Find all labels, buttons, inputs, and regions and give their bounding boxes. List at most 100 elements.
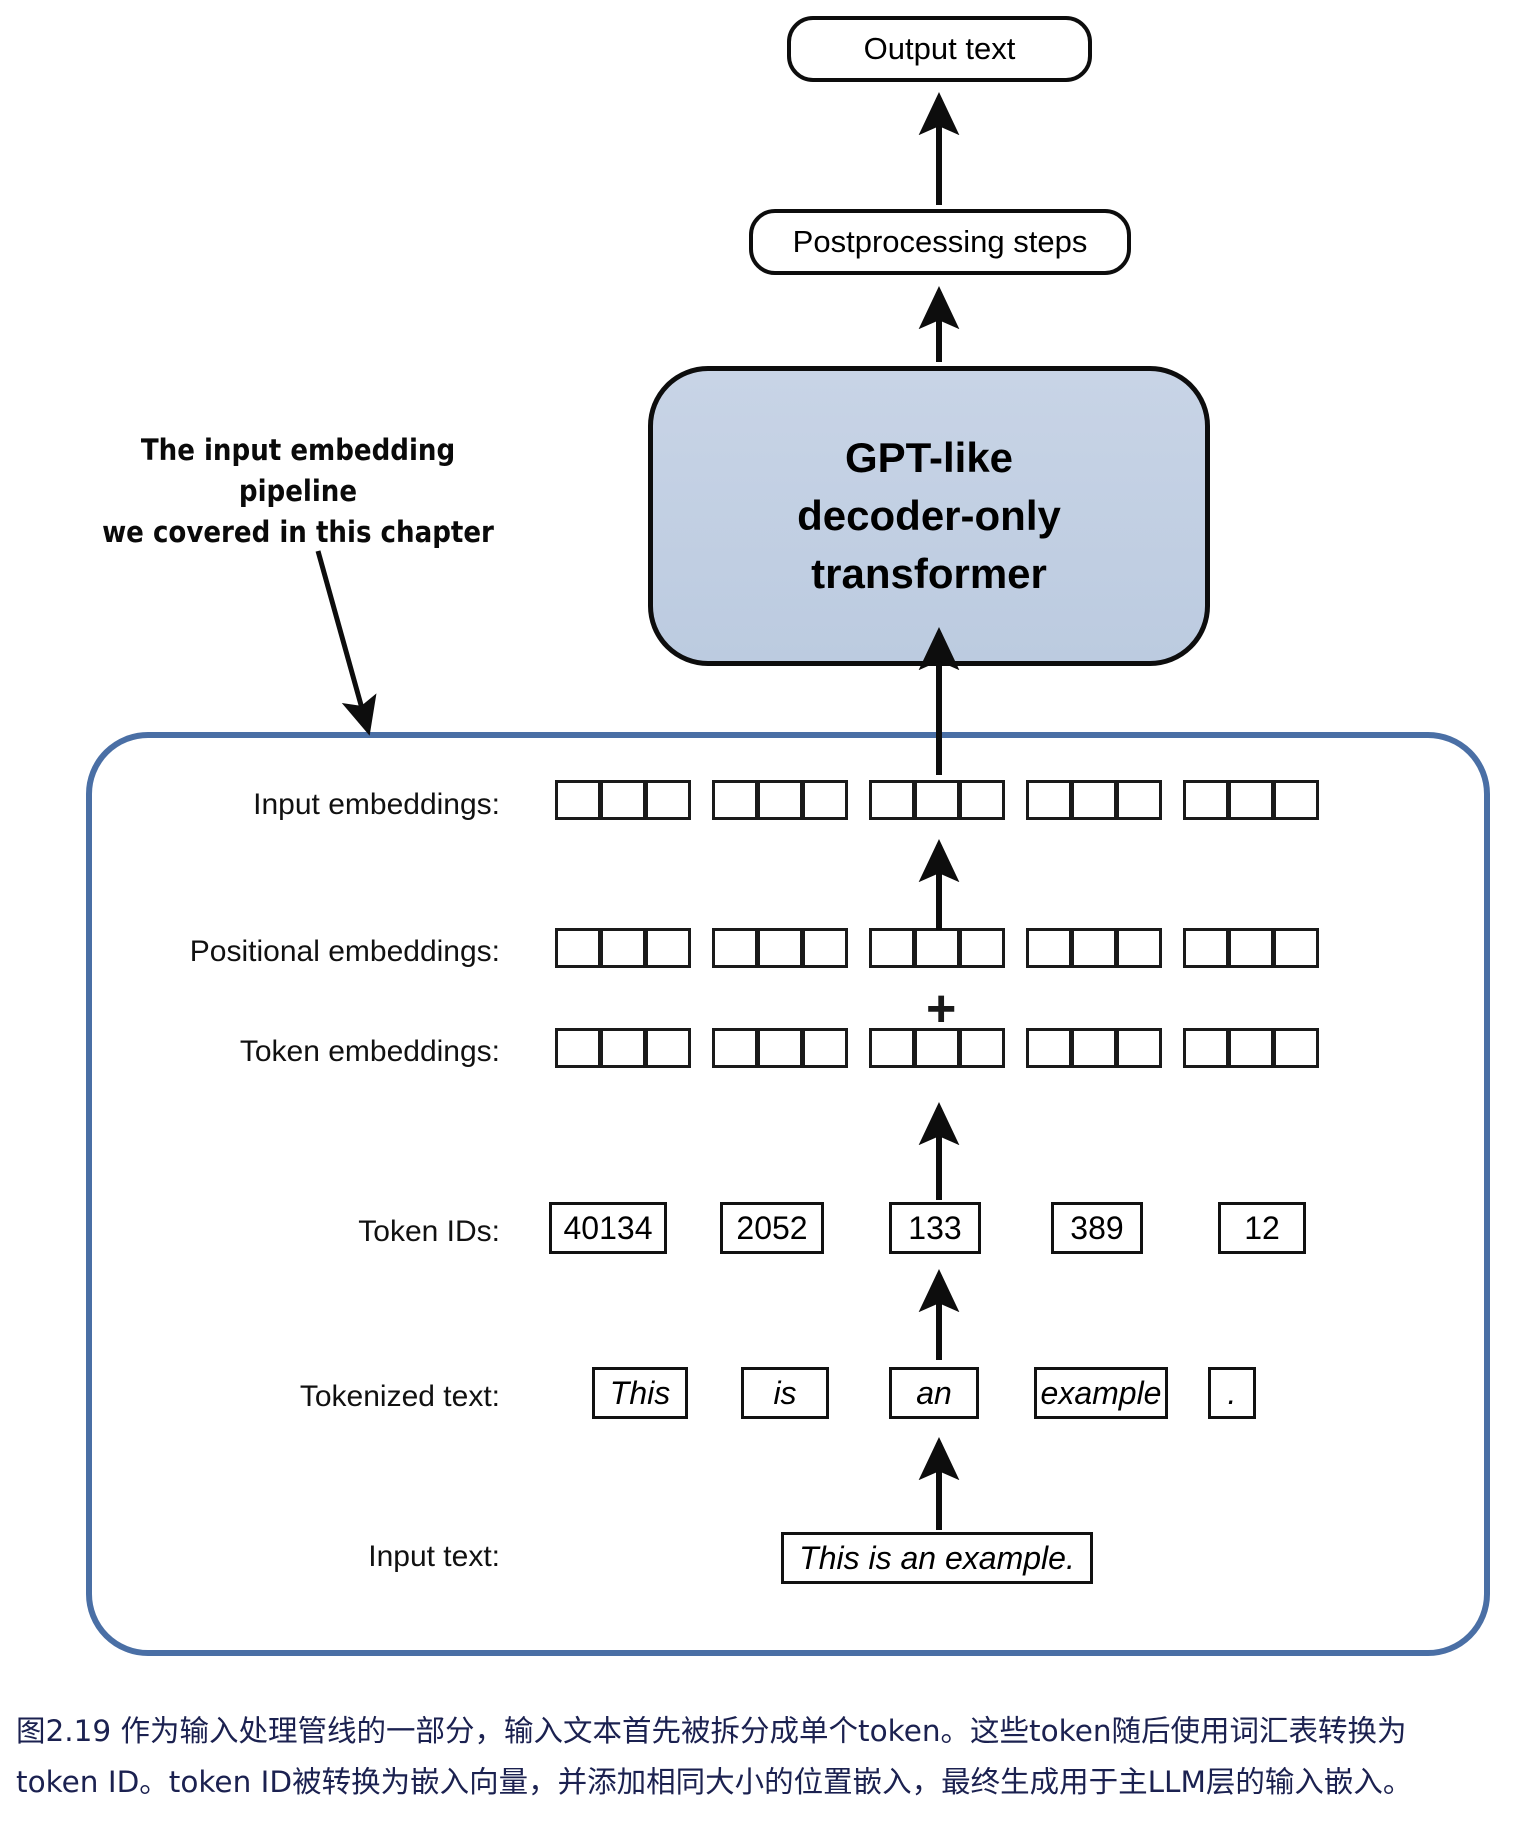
embedding-group	[869, 780, 1005, 820]
embedding-cell	[1071, 1028, 1117, 1068]
embedding-cell	[712, 928, 758, 968]
tokenized-text-value: This	[609, 1374, 671, 1411]
embedding-cell	[1183, 928, 1229, 968]
pipeline-annotation-line-1: The input embedding pipeline	[140, 433, 456, 509]
embedding-cell	[802, 1028, 848, 1068]
embedding-group	[712, 928, 848, 968]
embedding-cell	[1228, 1028, 1274, 1068]
token-ids-value: 133	[908, 1209, 962, 1246]
embedding-cell	[959, 780, 1005, 820]
token-ids-box: 12	[1218, 1202, 1306, 1254]
token-ids-value: 40134	[563, 1209, 653, 1246]
label-token-ids: Token IDs:	[358, 1215, 500, 1248]
embedding-cell	[802, 928, 848, 968]
embedding-cell	[712, 780, 758, 820]
token-ids-box: 133	[889, 1202, 981, 1254]
embedding-cell	[757, 780, 803, 820]
embedding-cell	[1071, 928, 1117, 968]
embedding-cell	[1273, 928, 1319, 968]
embedding-cell	[1116, 928, 1162, 968]
tokenized-text-box: an	[889, 1367, 979, 1419]
embedding-group	[555, 780, 691, 820]
postprocessing-steps-label: Postprocessing steps	[792, 223, 1088, 259]
embedding-cell	[802, 780, 848, 820]
token-ids-value: 12	[1244, 1209, 1280, 1246]
embedding-group	[1183, 780, 1319, 820]
embedding-cell	[1183, 780, 1229, 820]
tokenized-text-value: example	[1040, 1374, 1162, 1411]
embedding-cell	[914, 928, 960, 968]
embedding-cell	[712, 1028, 758, 1068]
embedding-cell	[600, 780, 646, 820]
embedding-cell	[1183, 1028, 1229, 1068]
embedding-group	[1026, 928, 1162, 968]
embedding-cell	[1026, 1028, 1072, 1068]
tokenized-text-box: .	[1208, 1367, 1256, 1419]
output-text-label: Output text	[863, 30, 1016, 66]
gpt-decoder-transformer-box: GPT-like decoder-only transformer	[648, 366, 1210, 666]
token-ids-box: 389	[1051, 1202, 1143, 1254]
plus-operator: +	[926, 980, 957, 1038]
embedding-group	[555, 928, 691, 968]
embedding-cell	[914, 780, 960, 820]
embedding-cell	[1273, 1028, 1319, 1068]
embedding-cell	[757, 928, 803, 968]
tokenized-text-box: example	[1034, 1367, 1168, 1419]
embedding-group	[712, 780, 848, 820]
embedding-cell	[869, 1028, 915, 1068]
figure-caption: 图2.19 作为输入处理管线的一部分，输入文本首先被拆分成单个token。这些t…	[16, 1706, 1506, 1807]
gpt-box-line-3: transformer	[811, 549, 1047, 597]
postprocessing-steps-box: Postprocessing steps	[749, 209, 1131, 275]
label-tokenized-text: Tokenized text:	[299, 1380, 500, 1413]
label-token-embeddings: Token embeddings:	[239, 1035, 500, 1068]
input-text-box: This is an example.	[781, 1532, 1093, 1584]
embedding-cell	[645, 1028, 691, 1068]
embedding-cell	[869, 780, 915, 820]
embedding-group	[712, 1028, 848, 1068]
figure-caption-line-2: token ID。token ID被转换为嵌入向量，并添加相同大小的位置嵌入，最…	[16, 1764, 1413, 1799]
token-ids-value: 389	[1070, 1209, 1124, 1246]
embedding-group	[869, 928, 1005, 968]
embedding-cell	[600, 928, 646, 968]
gpt-box-line-1: GPT-like	[844, 434, 1014, 482]
label-input-text: Input text:	[368, 1540, 500, 1573]
embedding-cell	[1116, 1028, 1162, 1068]
arrow-annotation-to-pipeline	[315, 550, 377, 736]
embedding-cell	[1116, 780, 1162, 820]
embedding-cell	[1071, 780, 1117, 820]
input-text-value: This is an example.	[799, 1539, 1075, 1576]
embedding-cell	[600, 1028, 646, 1068]
label-positional-embeddings: Positional embeddings:	[189, 935, 500, 968]
embedding-cell	[914, 1028, 960, 1068]
embedding-cell	[555, 1028, 601, 1068]
token-ids-value: 2052	[736, 1209, 808, 1246]
embedding-cell	[959, 928, 1005, 968]
embedding-cell	[1228, 780, 1274, 820]
embedding-cell	[1273, 780, 1319, 820]
input-embedding-pipeline-container	[86, 732, 1490, 1656]
tokenized-text-box: is	[741, 1367, 829, 1419]
embedding-cell	[555, 928, 601, 968]
pipeline-annotation-line-2: we covered in this chapter	[102, 515, 494, 550]
figure-caption-line-1: 图2.19 作为输入处理管线的一部分，输入文本首先被拆分成单个token。这些t…	[16, 1714, 1407, 1748]
embedding-cell	[1026, 928, 1072, 968]
gpt-box-text: GPT-like decoder-only transformer	[797, 429, 1061, 603]
label-input-embeddings: Input embeddings:	[253, 788, 500, 821]
embedding-group	[1183, 928, 1319, 968]
embedding-cell	[645, 928, 691, 968]
tokenized-text-value: an	[916, 1374, 952, 1411]
output-text-box: Output text	[787, 16, 1092, 82]
tokenized-text-value: is	[773, 1374, 797, 1411]
embedding-cell	[757, 1028, 803, 1068]
embedding-cell	[1228, 928, 1274, 968]
embedding-cell	[645, 780, 691, 820]
token-ids-box: 40134	[549, 1202, 667, 1254]
embedding-group	[1183, 1028, 1319, 1068]
pipeline-annotation: The input embedding pipeline we covered …	[88, 430, 508, 554]
tokenized-text-box: This	[592, 1367, 688, 1419]
embedding-cell	[869, 928, 915, 968]
embedding-group	[1026, 1028, 1162, 1068]
token-ids-box: 2052	[720, 1202, 824, 1254]
embedding-group	[869, 1028, 1005, 1068]
